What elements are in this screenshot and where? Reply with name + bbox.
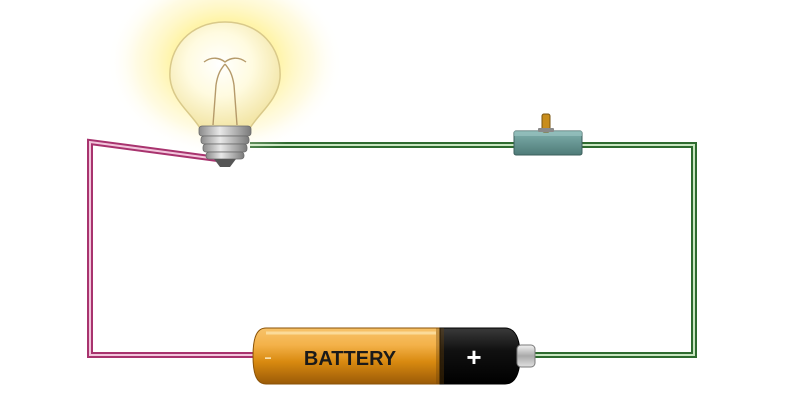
bulb-base (198, 125, 252, 167)
wire-left (87, 138, 262, 358)
battery-plus-symbol: + (466, 342, 481, 372)
battery-label: BATTERY (304, 348, 397, 370)
toggle-switch[interactable] (513, 113, 583, 156)
battery-body (252, 327, 441, 385)
battery-minus-symbol: − (264, 351, 271, 365)
light-bulb (107, 0, 343, 167)
battery-terminal (516, 344, 536, 368)
wire-right (250, 142, 697, 358)
battery: BATTERY + − (252, 327, 536, 385)
bulb-filament (203, 57, 247, 126)
